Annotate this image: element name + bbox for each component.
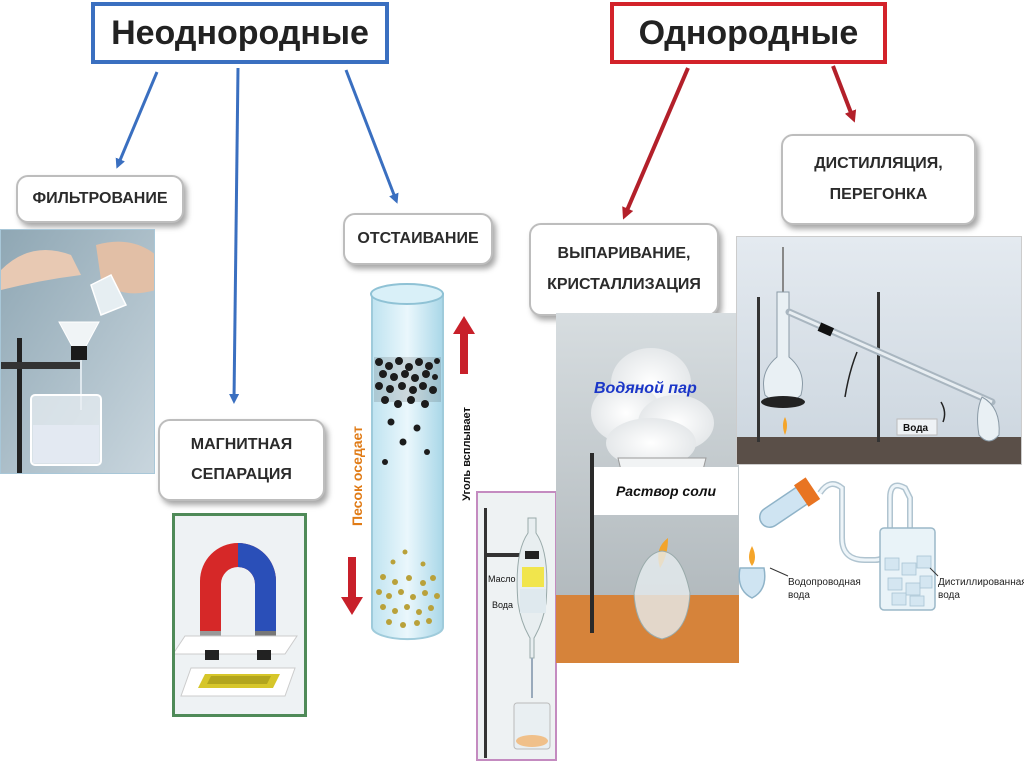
magnet-photo [172,513,307,717]
tap-water-line2: вода [788,590,810,601]
magnetic-label-line2: СЕПАРАЦИЯ [191,466,292,483]
distillation-label-line2: ПЕРЕГОНКА [829,185,928,203]
down-arrow-icon [341,557,363,615]
sand-settles-text: Песок оседает [349,426,365,526]
magnetic-label-line1: МАГНИТНАЯ [190,435,293,453]
evaporation-label-line2: КРИСТАЛЛИЗАЦИЯ [547,275,701,293]
arrow-to-distillation [831,65,857,123]
steam-label: Водяной пар [594,380,697,397]
distillation-label: ДИСТИЛЛЯЦИЯ, ПЕРЕГОНКА [781,134,976,225]
distilled-water-line1: Дистиллированная [938,577,1024,588]
filtration-label: ФИЛЬТРОВАНИЕ [16,175,184,223]
oil-label: Масло [488,574,515,584]
evaporation-label: ВЫПАРИВАНИЕ, КРИСТАЛЛИЗАЦИЯ [529,223,719,316]
heterogeneous-title: Неоднородные [91,2,389,64]
homogeneous-title-text: Однородные [638,13,859,52]
arrow-to-settling [344,69,399,204]
arrow-to-magnetic [229,67,240,404]
settling-label: ОТСТАИВАНИЕ [343,213,493,265]
water-label: Вода [492,600,513,610]
settling-cylinder [365,282,450,644]
evaporation-label-line1: ВЫПАРИВАНИЕ, [557,245,691,263]
salt-solution-text: Раствор соли [615,483,717,499]
filtration-photo [0,229,155,474]
settling-label-text: ОТСТАИВАНИЕ [357,229,479,247]
magnetic-separation-label: МАГНИТНАЯ СЕПАРАЦИЯ [158,419,325,501]
distillation-photo: Вода [736,236,1022,465]
arrow-to-filtration [115,71,159,169]
tap-water-line1: Водопроводная [788,577,861,588]
separating-funnel-photo: Масло Вода [476,491,557,761]
distillation-label-line1: ДИСТИЛЛЯЦИЯ, [814,155,943,173]
coal-floats-text: Уголь всплывает [461,407,473,501]
salt-solution-label: Раствор соли [594,467,738,515]
distill-water-label: Вода [903,423,929,434]
filtration-label-text: ФИЛЬТРОВАНИЕ [32,189,168,207]
up-arrow-icon [453,316,475,374]
arrow-to-evaporation [622,67,690,220]
distilled-water-line2: вода [938,590,960,601]
heterogeneous-title-text: Неоднородные [111,13,369,52]
homogeneous-title: Однородные [610,2,887,64]
distillation-diagram: Водопроводная вода Дистиллированная вода [730,468,1024,628]
